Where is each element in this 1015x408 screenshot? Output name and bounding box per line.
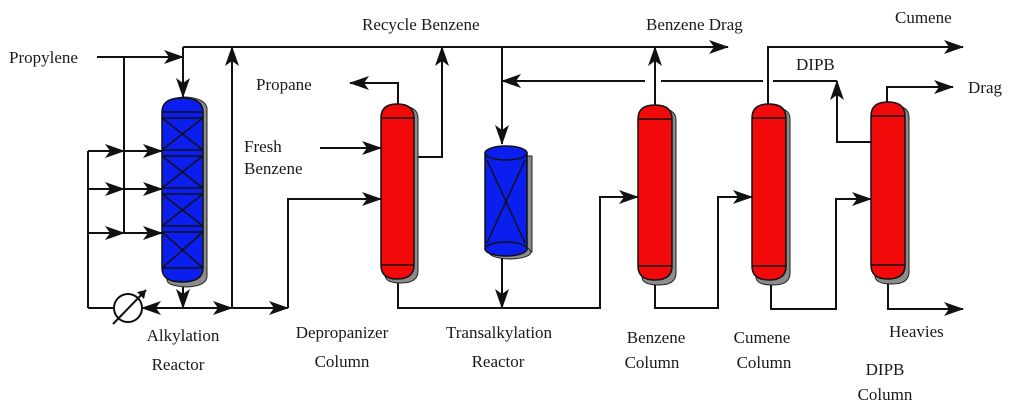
depropanizer-column[interactable] <box>380 103 419 284</box>
pipe-drag <box>886 80 954 102</box>
heat-exchanger-icon <box>112 289 147 325</box>
label-drag: Drag <box>968 78 1002 97</box>
label-propylene: Propylene <box>9 48 78 67</box>
pipe-depropanizer-feed <box>287 192 382 308</box>
label-cumene-column-2: Column <box>737 353 792 372</box>
label-cumene: Cumene <box>895 8 952 27</box>
pipe-cumene-overhead <box>767 40 964 104</box>
label-transalkylation-reactor-2: Reactor <box>472 352 525 371</box>
cumene-column[interactable] <box>751 103 791 286</box>
pipe-depropanizer-bottoms <box>397 190 639 309</box>
pipe-heavies <box>887 279 964 316</box>
alkylation-reactor[interactable] <box>161 96 208 288</box>
label-alkylation-reactor-1: Alkylation <box>147 326 220 345</box>
label-dipb: DIPB <box>796 55 835 74</box>
equipment-labels: Alkylation Reactor Depropanizer Column T… <box>147 323 913 404</box>
pipes <box>87 40 964 316</box>
label-fresh-benzene: Benzene <box>244 159 303 178</box>
pipe-depropanizer-sidedraw <box>414 46 449 158</box>
pipe-propane <box>349 76 399 104</box>
label-recycle-benzene: Recycle Benzene <box>362 15 480 34</box>
label-dipb-column-2: Column <box>858 385 913 404</box>
pipe-benzene-bottoms <box>654 190 753 309</box>
transalkylation-reactor[interactable] <box>484 145 533 260</box>
pipe-cumene-bottoms <box>770 192 872 310</box>
label-fresh: Fresh <box>244 137 282 156</box>
label-propane: Propane <box>256 75 312 94</box>
label-transalkylation-reactor-1: Transalkylation <box>446 323 553 342</box>
label-cumene-column-1: Cumene <box>734 328 791 347</box>
label-heavies: Heavies <box>889 322 944 341</box>
label-dipb-column-1: DIPB <box>866 360 905 379</box>
pipe-dipb-sidedraw <box>830 80 871 143</box>
label-benzene-drag: Benzene Drag <box>646 15 743 34</box>
benzene-column[interactable] <box>637 104 677 286</box>
dipb-column[interactable] <box>870 101 910 285</box>
label-benzene-column-1: Benzene <box>627 328 686 347</box>
stream-labels: Propylene Recycle Benzene Benzene Drag C… <box>9 8 1002 341</box>
label-benzene-column-2: Column <box>625 353 680 372</box>
label-alkylation-reactor-2: Reactor <box>152 355 205 374</box>
label-depropanizer-column-2: Column <box>315 352 370 371</box>
label-depropanizer-column-1: Depropanizer <box>296 323 389 342</box>
